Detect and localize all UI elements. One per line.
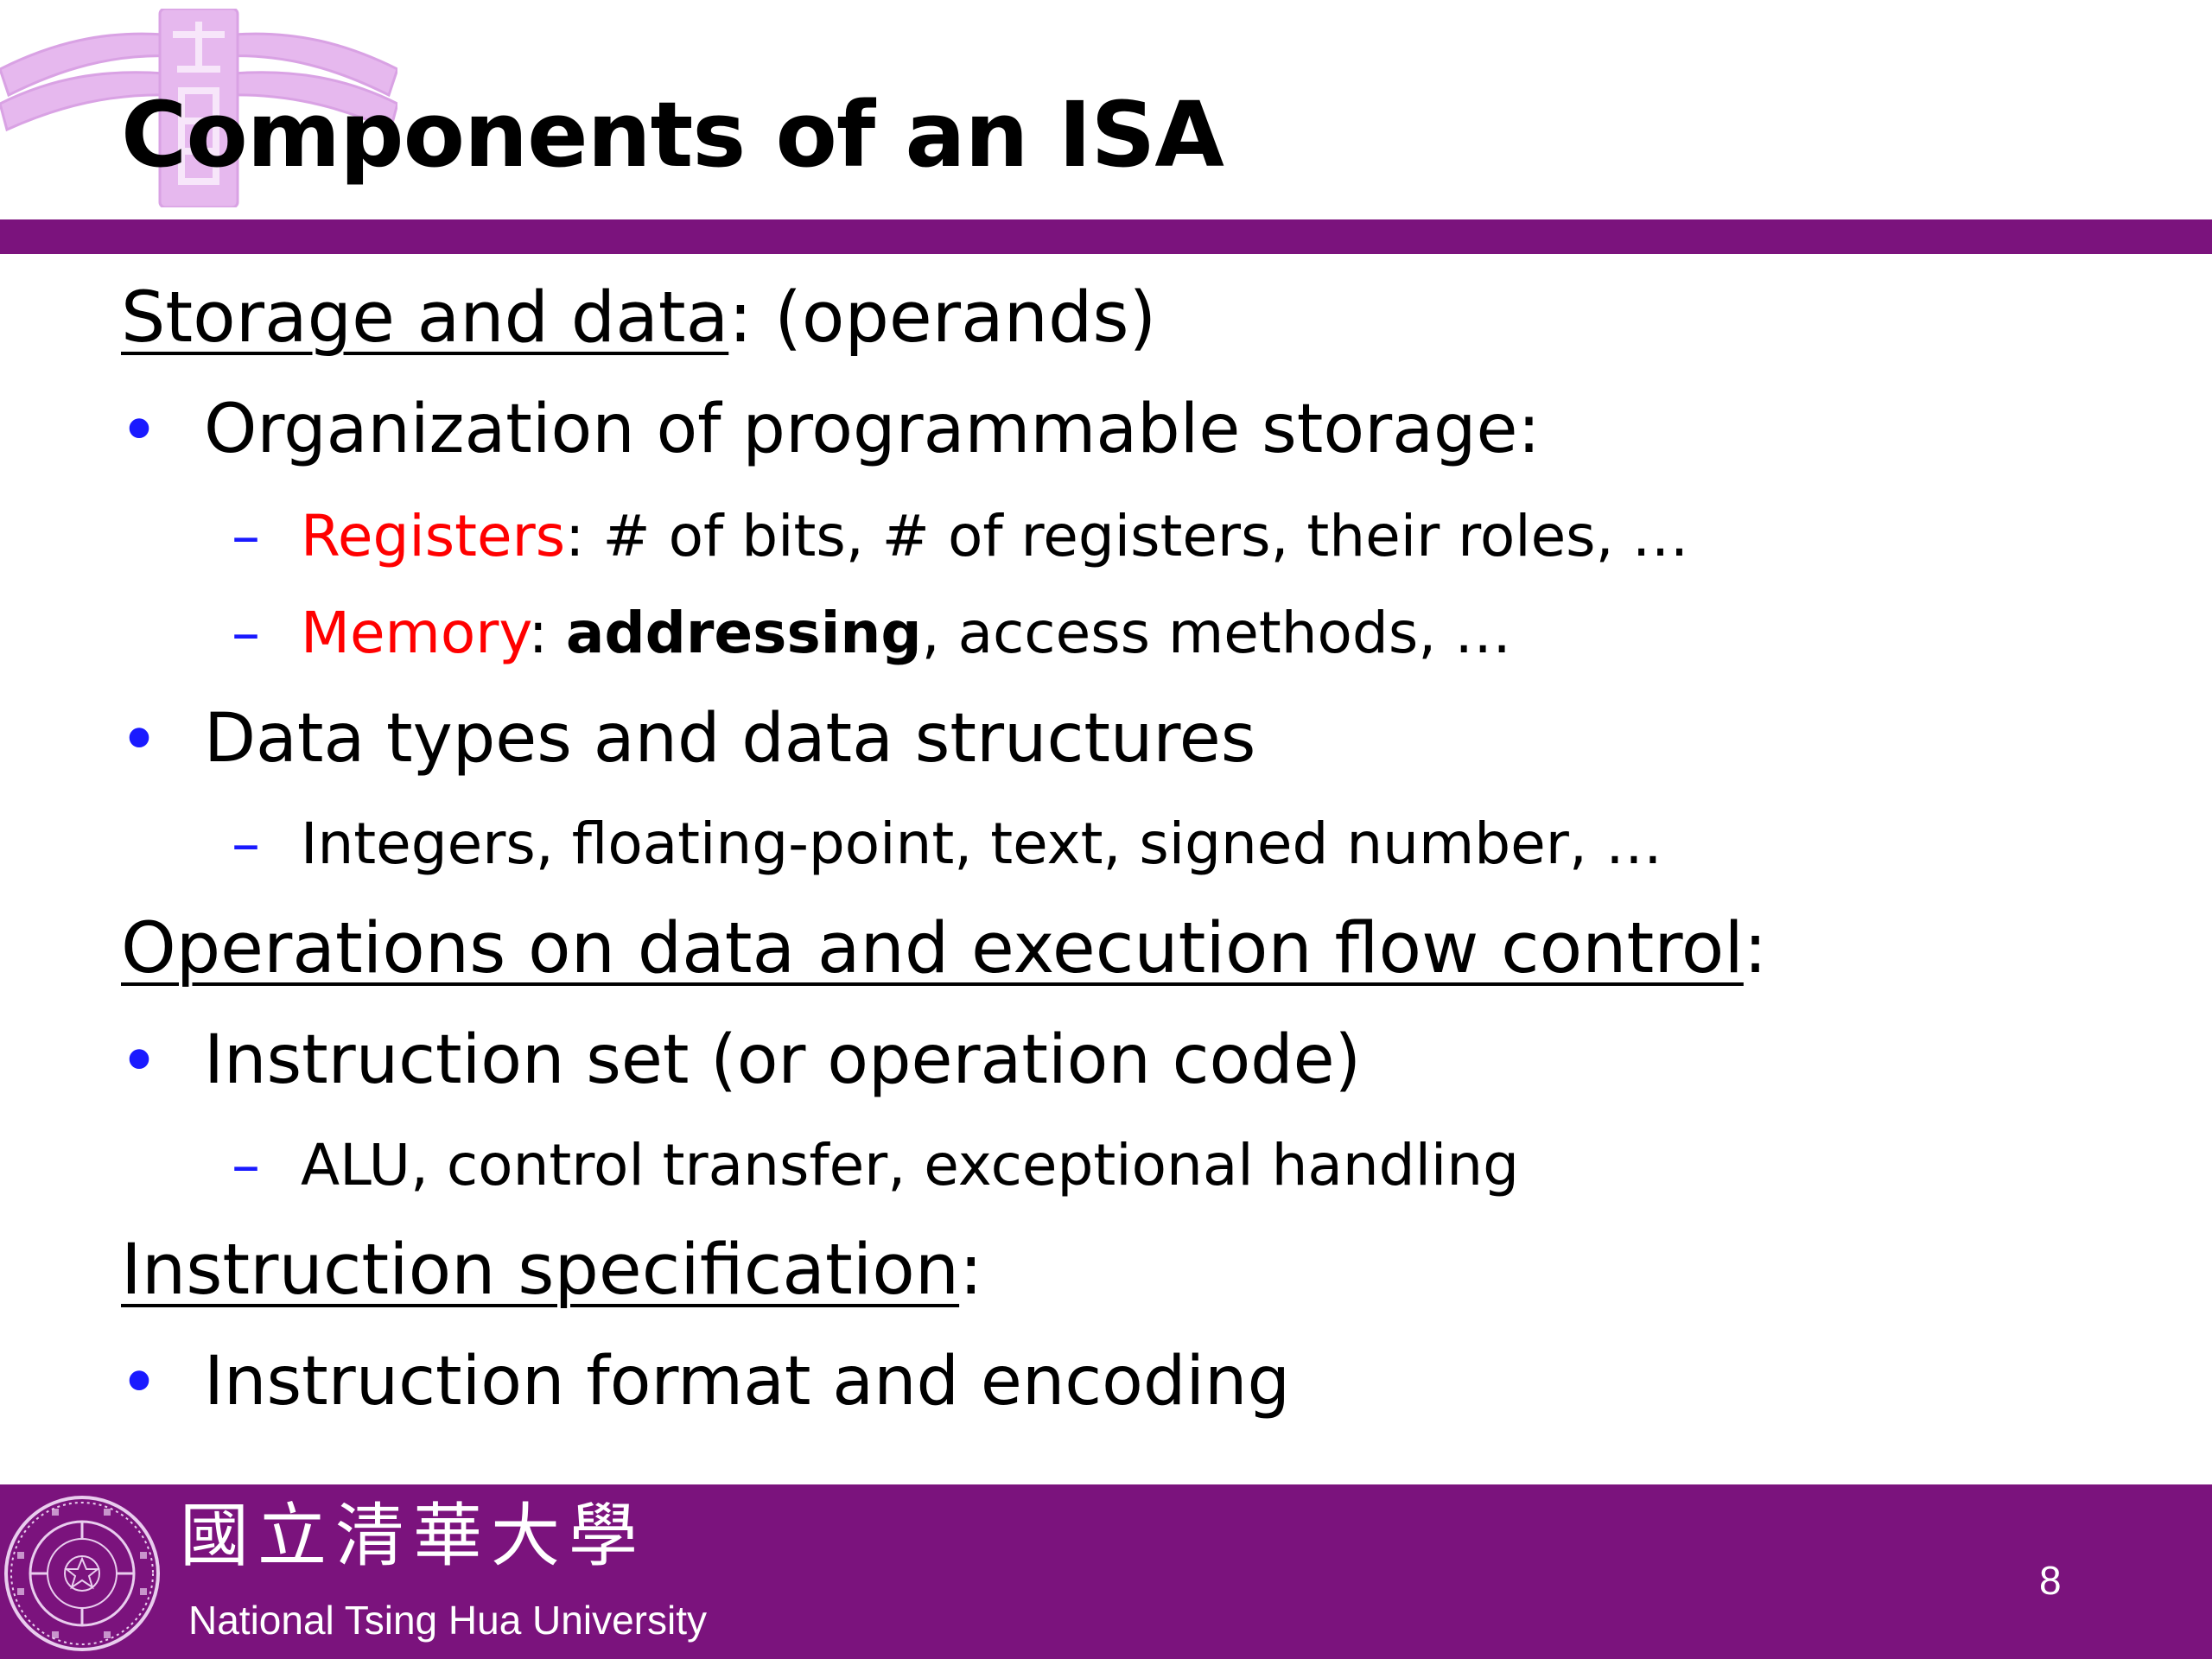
section-heading-storage: Storage and data: (operands) — [121, 283, 1156, 353]
title-divider-bar — [0, 219, 2212, 254]
university-seal-icon — [4, 1496, 160, 1651]
bullet-icon: • — [119, 392, 160, 470]
bullet-item: Organization of programmable storage: — [204, 391, 1541, 468]
bullet-icon: • — [119, 1023, 160, 1101]
section-heading-suffix: : (operands) — [728, 277, 1157, 359]
bullet-icon: • — [119, 702, 160, 779]
bullet-item: Instruction format and encoding — [204, 1343, 1290, 1421]
memory-highlight: Memory — [301, 600, 529, 666]
sub-item: Integers, floating-point, text, signed n… — [301, 810, 1662, 877]
section-heading-instruction-spec: Instruction specification: — [121, 1236, 982, 1306]
section-heading-suffix: : — [959, 1230, 983, 1311]
registers-rest: : # of bits, # of registers, their roles… — [565, 503, 1689, 569]
memory-rest: , access methods, … — [921, 600, 1512, 666]
section-heading-operations: Operations on data and execution flow co… — [121, 914, 1767, 984]
memory-bold: addressing — [565, 600, 922, 666]
footer-university-name-chinese: 國立清華大學 — [180, 1496, 646, 1576]
registers-highlight: Registers — [301, 503, 566, 569]
section-heading-text: Operations on data and execution flow co… — [121, 908, 1744, 989]
sub-item: ALU, control transfer, exceptional handl… — [301, 1132, 1519, 1198]
footer-university-name-english: National Tsing Hua University — [188, 1598, 707, 1643]
dash-icon: – — [232, 503, 260, 569]
memory-sep: : — [528, 600, 566, 666]
section-heading-suffix: : — [1743, 908, 1768, 989]
dash-icon: – — [232, 1132, 260, 1198]
sub-item-registers: Registers: # of bits, # of registers, th… — [301, 508, 1689, 565]
slide-title: Components of an ISA — [121, 82, 1224, 188]
bullet-icon: • — [119, 1344, 160, 1422]
dash-icon: – — [232, 810, 260, 877]
bullet-item: Data types and data structures — [204, 700, 1256, 778]
sub-item-memory: Memory: addressing, access methods, … — [301, 605, 1511, 662]
section-heading-text: Instruction specification — [121, 1230, 960, 1311]
dash-icon: – — [232, 600, 260, 666]
university-emblem-icon — [0, 9, 397, 207]
footer-bar — [0, 1484, 2212, 1659]
page-number: 8 — [2039, 1558, 2062, 1603]
section-heading-text: Storage and data — [121, 277, 729, 359]
bullet-item: Instruction set (or operation code) — [204, 1021, 1362, 1099]
